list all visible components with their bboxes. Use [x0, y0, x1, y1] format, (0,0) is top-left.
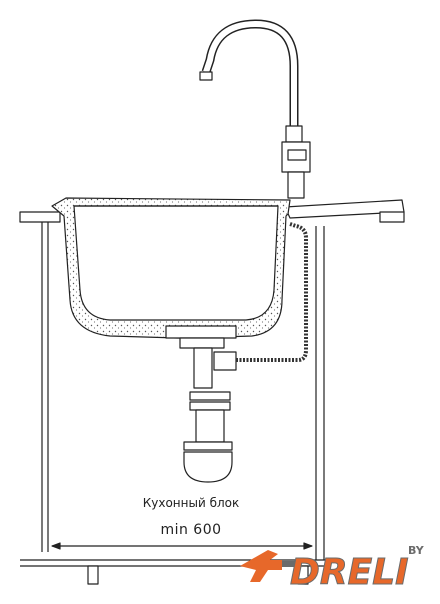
- min-size-caption: min 600: [160, 522, 222, 538]
- countertop-left: [19, 211, 61, 223]
- cabinet-leg-left: [87, 565, 99, 585]
- sink-bowl-icon: [51, 197, 291, 339]
- overflow-hose: [236, 222, 308, 362]
- drill-icon: [240, 550, 296, 582]
- cabinet-leg-right: [297, 565, 309, 585]
- logo-text: DRELI: [290, 552, 409, 593]
- faucet-icon: [199, 19, 311, 199]
- dreli-logo: DRELI BY: [240, 544, 425, 594]
- cabinet-left-panel: [41, 222, 49, 552]
- drain-fitting: [165, 325, 237, 349]
- logo-suffix: BY: [408, 544, 425, 557]
- dimension-line: [51, 542, 313, 550]
- cabinet-right-panel: [315, 226, 325, 560]
- countertop-right: [284, 199, 405, 223]
- siphon-icon: [183, 347, 237, 483]
- cabinet-caption: Кухонный блок: [142, 496, 240, 510]
